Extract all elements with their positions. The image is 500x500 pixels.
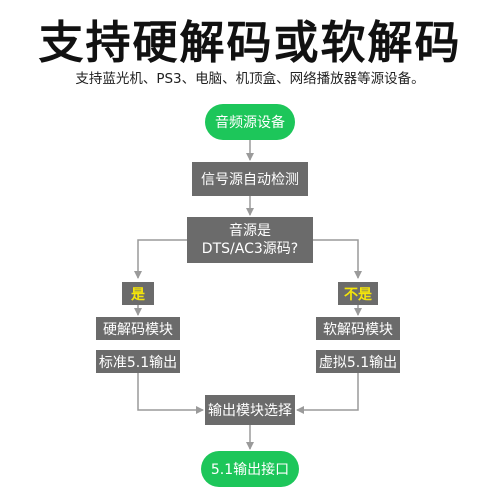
line-standard-to-select	[137, 373, 204, 414]
question-line-2: DTS/AC3源码?	[201, 241, 299, 257]
line-question-to-no	[313, 239, 362, 279]
node-51-output: 5.1输出接口	[201, 451, 299, 487]
page-title: 支持硬解码或软解码	[38, 16, 462, 69]
node-signal-detect: 信号源自动检测	[192, 162, 308, 196]
node-virtual-51: 虚拟5.1输出	[316, 350, 400, 373]
node-output-select: 输出模块选择	[205, 395, 295, 425]
node-soft-decode: 软解码模块	[316, 317, 400, 340]
question-line-1: 音源是	[229, 223, 271, 239]
node-no-label: 不是	[338, 282, 378, 305]
line-question-to-yes	[134, 239, 187, 279]
node-source-question: 音源是 DTS/AC3源码?	[187, 217, 313, 263]
page-subtitle: 支持蓝光机、PS3、电脑、机顶盒、网络播放器等源设备。	[75, 71, 425, 87]
line-virtual-to-select	[296, 373, 359, 414]
node-hard-decode: 硬解码模块	[96, 317, 180, 340]
node-audio-source: 音频源设备	[205, 104, 295, 140]
node-standard-51: 标准5.1输出	[96, 350, 180, 373]
node-yes-label: 是	[122, 282, 154, 305]
